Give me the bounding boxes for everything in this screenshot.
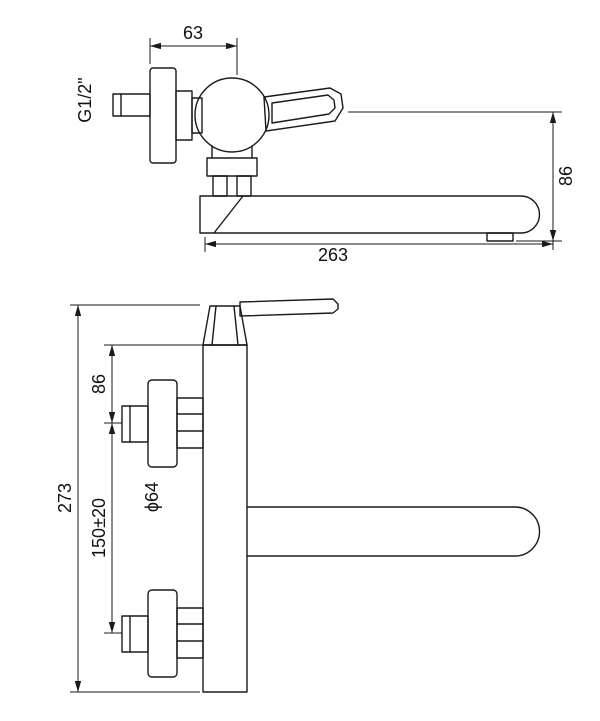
spout-front [246,506,541,557]
dimension-63: 63 [149,23,238,75]
mixer-body-sphere [194,77,270,153]
handle-outline [263,87,344,132]
thread-size-label: G1/2" [75,77,95,122]
nipple-body [112,93,151,117]
cone-edge-line [211,305,217,346]
wall-flange-upper [147,379,178,468]
nipple-upper [121,405,149,443]
lever-handle-side [263,87,344,132]
spout-side [199,195,541,242]
cone-edge-line [233,305,239,346]
connector-step-1 [175,90,193,141]
dimension-label-263: 263 [318,245,348,265]
nipple-lower [121,615,149,653]
body-connector [175,90,203,141]
handle-blade [239,298,339,317]
side-view: 63 G1/2" [75,23,576,265]
hex-nut-upper [176,397,204,449]
hex-nut-lower [176,607,204,659]
lever-handle-front [202,298,339,346]
aerator [486,232,514,242]
cartridge-port [236,175,252,197]
front-view: 273 86 150±20 ϕ64 [55,298,541,693]
dimension-86-front: 86 [89,344,203,424]
handle-base-cone [202,305,248,346]
spout-tube [199,195,541,234]
valve-cartridge-detail [206,145,258,197]
cartridge-port [212,175,228,197]
dimension-86-side: 86 [348,111,576,250]
dimension-label-273: 273 [55,483,75,513]
dimension-label-86-front: 86 [89,374,109,394]
inlet-nipple-side [112,93,151,117]
flange-diameter-label: ϕ64 [142,482,162,512]
handle-inner-edge [271,94,336,124]
spout-joint-line [213,195,244,234]
dimension-263: 263 [204,237,553,265]
cartridge-block [206,157,258,177]
dimension-273: 273 [55,304,200,693]
body-column [202,344,248,693]
inlet-assembly-lower [121,589,204,678]
wall-flange-lower [147,589,178,678]
wall-flange-side [149,67,177,164]
dimension-label-150: 150±20 [89,498,109,558]
inlet-assembly-upper [121,379,204,468]
dimension-150: 150±20 [89,423,122,634]
connector-step-2 [191,97,203,134]
dimension-label-86-side: 86 [556,166,576,186]
dimension-label-63: 63 [183,23,203,43]
